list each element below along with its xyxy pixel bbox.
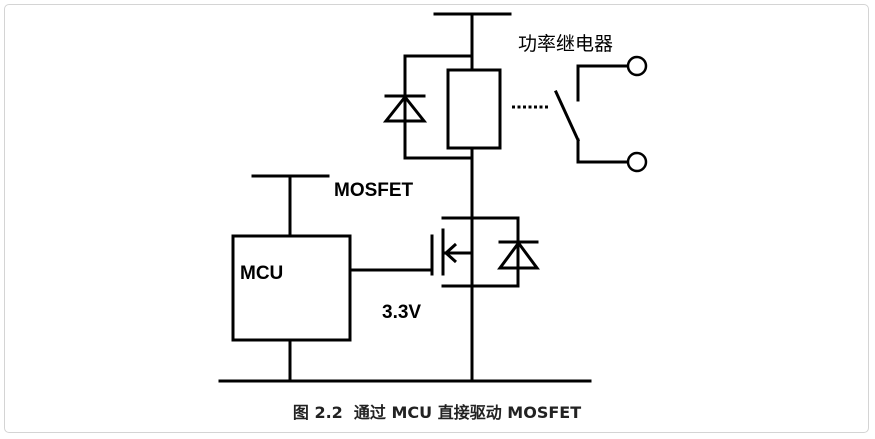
relay-coil (446, 68, 502, 150)
figure-caption: 图 2.2 通过 MCU 直接驱动 MOSFET (293, 403, 581, 422)
mcu-label: MCU (240, 263, 283, 284)
figure-frame (4, 4, 869, 433)
body-diode (497, 240, 540, 270)
relay-terminal-bottom (626, 151, 648, 173)
relay-label: 功率继电器 (518, 33, 613, 55)
flyback-diode (382, 94, 428, 123)
relay-terminal-top (626, 55, 648, 77)
voltage-label: 3.3V (382, 302, 421, 323)
mosfet-label: MOSFET (334, 180, 414, 201)
relay-contacts (554, 55, 648, 173)
mcu-block (231, 234, 352, 342)
mosfet-symbol (430, 216, 474, 288)
